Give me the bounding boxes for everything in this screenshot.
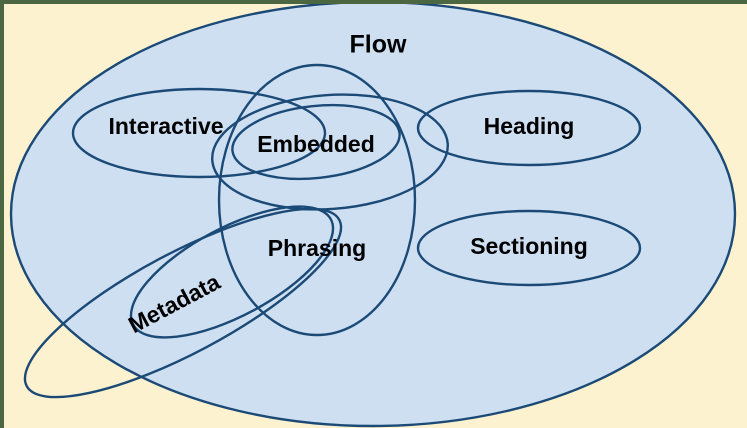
set-ellipse-embedded-outer[interactable]: [208, 87, 451, 217]
set-label-sectioning: Sectioning: [470, 233, 588, 259]
set-ellipse-phrasing[interactable]: [217, 63, 417, 337]
set-ellipse-interactive[interactable]: [71, 87, 327, 179]
set-ellipse-flow[interactable]: [9, 2, 737, 428]
set-label-heading: Heading: [484, 113, 575, 139]
set-ellipse-metadata[interactable]: [3, 176, 363, 428]
set-label-phrasing: Phrasing: [268, 235, 366, 261]
set-ellipse-embedded[interactable]: [229, 97, 404, 186]
set-label-interactive: Interactive: [108, 113, 223, 139]
set-ellipse-sectioning[interactable]: [416, 209, 642, 287]
set-label-embedded: Embedded: [257, 131, 375, 157]
set-label-flow: Flow: [350, 31, 407, 59]
set-ellipse-heading[interactable]: [416, 89, 642, 167]
